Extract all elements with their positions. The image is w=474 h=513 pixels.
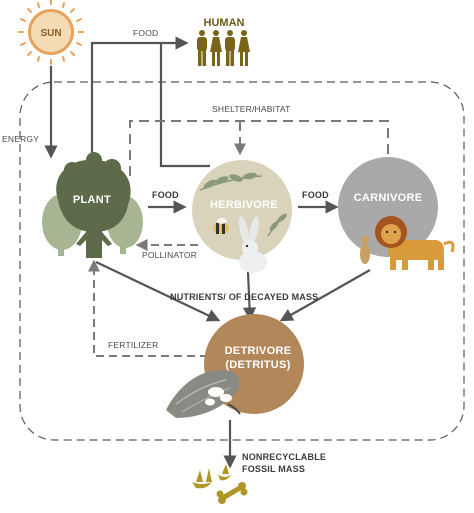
food-to-human-label: FOOD xyxy=(133,28,158,38)
herbivore-to-detrivore-arrow xyxy=(242,271,257,321)
fossil-icon xyxy=(192,464,248,504)
carnivore-label: CARNIVORE xyxy=(354,192,423,204)
shelter-habitat-label: SHELTER/HABITAT xyxy=(212,104,291,114)
energy-label: ENERGY xyxy=(2,134,39,144)
detrivore-label-line2: (DETRITUS) xyxy=(225,359,290,371)
decaying-log-icon xyxy=(166,369,241,418)
plant-label: PLANT xyxy=(73,194,111,206)
sun-label: SUN xyxy=(40,28,61,39)
food-to-human-arrow xyxy=(90,36,189,162)
fertilizer-label: FERTILIZER xyxy=(108,340,159,350)
nutrients-label: NUTRIENTS/ OF DECAYED MASS xyxy=(170,292,318,302)
carnivore-circle xyxy=(338,157,438,257)
human-icon xyxy=(197,30,250,66)
bee-icon xyxy=(213,218,229,234)
herbivore-circle xyxy=(192,160,292,260)
herbivore-to-human-line xyxy=(159,43,210,168)
shelter-habitat-line xyxy=(129,120,394,189)
detrivore-label-line1: DETRIVORE xyxy=(225,345,292,357)
leaf-branch-icon xyxy=(199,172,287,237)
herbivore-label: HERBIVORE xyxy=(210,199,278,211)
sun-icon xyxy=(18,0,84,65)
food-plant-herbivore-label: FOOD xyxy=(152,190,179,200)
lion-icon xyxy=(360,216,455,270)
fossil-label-line1: NONRECYCLABLE xyxy=(242,452,326,462)
food-herbivore-carnivore-label: FOOD xyxy=(302,190,329,200)
carnivore-to-detrivore-arrow xyxy=(279,269,371,322)
ecosystem-boundary xyxy=(19,81,465,441)
rabbit-icon xyxy=(238,216,267,273)
fossil-label-line2: FOSSIL MASS xyxy=(242,464,305,474)
human-label: HUMAN xyxy=(204,17,245,29)
plant-icon xyxy=(42,152,143,258)
plant-to-detrivore-arrow xyxy=(95,261,221,322)
pollinator-label: POLLINATOR xyxy=(142,250,197,260)
fertilizer-arrow xyxy=(88,259,208,357)
